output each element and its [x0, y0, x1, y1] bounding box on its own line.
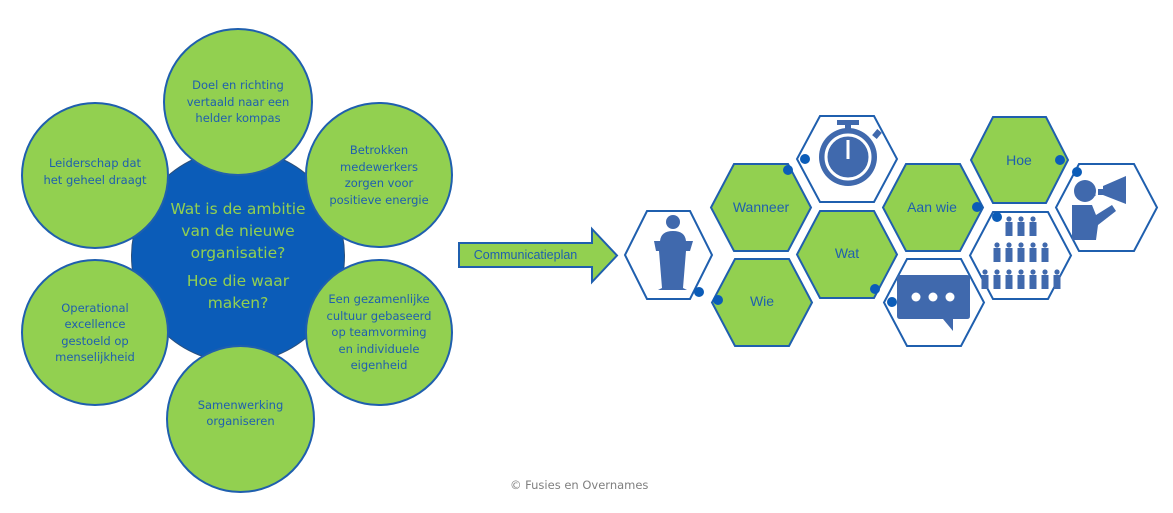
- person-figure: [1018, 216, 1024, 222]
- person-figure: [1017, 222, 1025, 236]
- person-figure: [1041, 248, 1049, 262]
- person-figure: [981, 275, 989, 289]
- person-figure: [1030, 216, 1036, 222]
- connector-dot: [1055, 155, 1065, 165]
- communicatieplan-label: Communicatieplan: [473, 248, 578, 262]
- person-figure: [1030, 269, 1036, 275]
- pillar-circle-engagement: Betrokken medewerkers zorgen voor positi…: [305, 102, 453, 248]
- person-figure: [1006, 242, 1012, 248]
- person-figure: [1005, 248, 1013, 262]
- center-question-ambition: Wat is de ambitie van de nieuwe organisa…: [170, 200, 306, 262]
- person-figure: [1042, 242, 1048, 248]
- connector-dot: [870, 284, 880, 294]
- connector-dot: [713, 295, 723, 305]
- person-figure: [1029, 248, 1037, 262]
- person-figure: [993, 248, 1001, 262]
- hexagon-megaphone: [1054, 163, 1159, 252]
- pillar-label: Samenwerking organiseren: [197, 397, 284, 429]
- hexagon-wanneer: [709, 163, 813, 252]
- person-figure: [994, 242, 1000, 248]
- person-figure: [1005, 222, 1013, 236]
- hexagon-hoe: [969, 116, 1070, 204]
- pillar-circle-leadership: Leiderschap dat het geheel draagt: [21, 102, 169, 249]
- connector-dot: [783, 165, 793, 175]
- pillar-label: Betrokken medewerkers zorgen voor positi…: [329, 143, 429, 207]
- person-figure: [1005, 275, 1013, 289]
- hexagon-label-aan-wie: Aan wie: [907, 199, 957, 215]
- person-figure: [993, 275, 1001, 289]
- person-figure: [1042, 269, 1048, 275]
- connector-dot: [800, 154, 810, 164]
- pillar-circle-culture: Een gezamenlijke cultuur gebaseerd op te…: [305, 259, 453, 406]
- person-figure: [1018, 242, 1024, 248]
- center-question-how: Hoe die waar maken?: [186, 272, 290, 312]
- podium-speaker-icon: [654, 215, 693, 290]
- person-figure: [1017, 275, 1025, 289]
- hexagon-aan-wie: [881, 163, 985, 252]
- pillar-label: Operational excellence gestoeld op mense…: [55, 300, 135, 365]
- pillar-circle-operational: Operational excellence gestoeld op mense…: [21, 259, 169, 406]
- person-figure: [1018, 269, 1024, 275]
- pillar-circle-collaboration: Samenwerking organiseren: [166, 345, 315, 493]
- hexagon-label-wat: Wat: [834, 245, 860, 261]
- connector-dots: [694, 154, 1082, 307]
- person-figure: [1006, 216, 1012, 222]
- hexagon-label-hoe: Hoe: [1006, 152, 1032, 168]
- crowd-icon: [981, 216, 1061, 289]
- person-figure: [1029, 222, 1037, 236]
- person-figure: [1017, 248, 1025, 262]
- person-figure: [1053, 275, 1061, 289]
- person-figure: [1029, 275, 1037, 289]
- connector-dot: [694, 287, 704, 297]
- pillar-label: Een gezamenlijke cultuur gebaseerd op te…: [326, 292, 432, 373]
- connector-dot: [1072, 167, 1082, 177]
- person-figure: [1030, 242, 1036, 248]
- person-figure: [1041, 275, 1049, 289]
- hexagon-label-wanneer: Wanneer: [732, 199, 790, 215]
- pillar-circle-direction: Doel en richting vertaald naar een helde…: [163, 28, 313, 176]
- hexagon-wat: [795, 210, 899, 299]
- megaphone-icon: [1072, 176, 1126, 240]
- hexagon-wie: [710, 258, 814, 347]
- connector-dot: [887, 297, 897, 307]
- hexagon-label-wie: Wie: [749, 293, 775, 309]
- arrow-right-icon: [458, 226, 619, 285]
- person-figure: [994, 269, 1000, 275]
- person-figure: [1006, 269, 1012, 275]
- connector-dot: [992, 212, 1002, 222]
- person-figure: [1054, 269, 1060, 275]
- person-figure: [982, 269, 988, 275]
- copyright-notice: © Fusies en Overnames: [510, 478, 649, 492]
- connector-dot: [972, 202, 982, 212]
- pillar-label: Doel en richting vertaald naar een helde…: [186, 78, 290, 126]
- stopwatch-icon: [819, 120, 882, 186]
- pillar-label: Leiderschap dat het geheel draagt: [43, 156, 147, 187]
- chat-bubble-icon: [897, 275, 970, 331]
